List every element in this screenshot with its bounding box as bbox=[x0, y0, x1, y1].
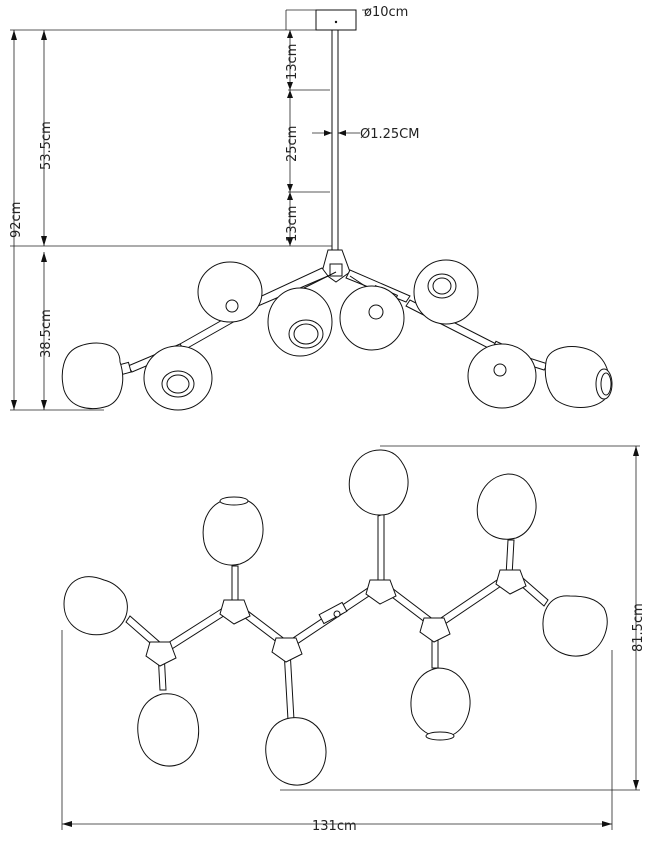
dim-overall-height: 92cm bbox=[9, 202, 24, 238]
dim-plan-width: 131cm bbox=[312, 819, 357, 834]
elevation-view: 92cm 53.5cm 38.5cm 13cm 25cm 13cm ø10cm bbox=[9, 5, 613, 411]
dim-rod-bottom: 13cm bbox=[285, 206, 300, 242]
elevation-globes bbox=[61, 259, 613, 411]
dim-rod-top: 13cm bbox=[285, 44, 300, 80]
dim-canopy-diameter: ø10cm bbox=[364, 5, 408, 20]
canopy bbox=[315, 9, 357, 31]
plan-view: 81.5cm 131cm bbox=[61, 445, 646, 834]
dim-rod-diameter: Ø1.25CM bbox=[360, 127, 419, 142]
dim-body-height: 38.5cm bbox=[39, 309, 54, 358]
suspension-rod bbox=[331, 30, 339, 250]
dim-rod-middle: 25cm bbox=[285, 126, 300, 162]
dim-rod-total: 53.5cm bbox=[39, 121, 54, 170]
dim-plan-depth: 81.5cm bbox=[631, 603, 646, 652]
plan-arms bbox=[125, 513, 549, 721]
plan-globes bbox=[63, 449, 608, 786]
